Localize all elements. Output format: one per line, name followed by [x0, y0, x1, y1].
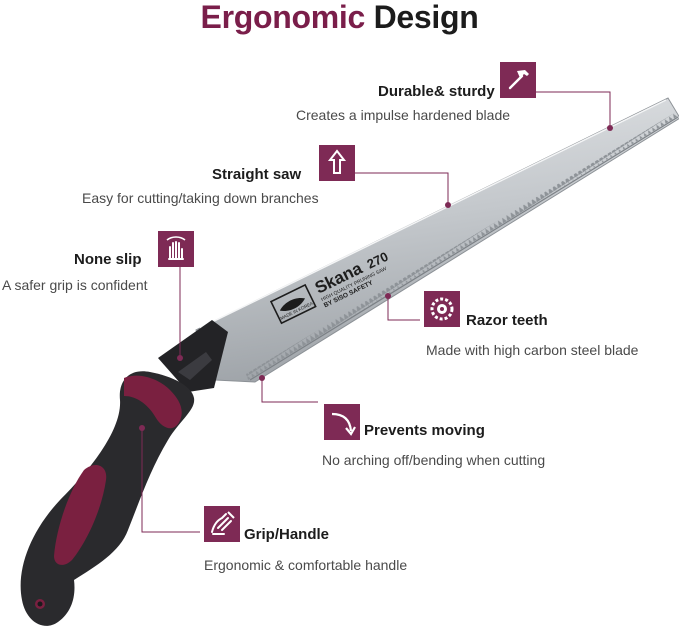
- saw-blade: [195, 97, 679, 383]
- callout-dots: [139, 125, 613, 431]
- callout-lines: [141, 91, 611, 533]
- arrow-up-icon: [319, 145, 355, 181]
- saw-handle: [20, 371, 195, 626]
- feature-straight-title: Straight saw: [212, 166, 302, 183]
- page-title: Ergonomic Design: [0, 0, 679, 34]
- shark-logo-icon: [279, 297, 306, 312]
- grip-hand-icon: [204, 506, 240, 542]
- hand-icon: [158, 231, 194, 267]
- curved-arrow-icon: [324, 404, 360, 440]
- feature-noneslip-description: A safer grip is confident: [2, 277, 148, 293]
- title-rest: Design: [373, 0, 479, 35]
- feature-durable-description: Creates a impulse hardened blade: [296, 107, 511, 123]
- feature-prevents-description: No arching off/bending when cutting: [322, 452, 546, 468]
- feature-grip-title: Grip/Handle: [244, 526, 330, 543]
- feature-noneslip-title: None slip: [74, 251, 142, 268]
- shark-logo-frame: [269, 283, 317, 325]
- feature-straight-description: Easy for cutting/taking down branches: [82, 190, 319, 206]
- feature-durable-title: Durable& sturdy: [378, 83, 495, 100]
- blade-collar: [158, 320, 228, 392]
- feature-grip-description: Ergonomic & comfortable handle: [204, 557, 408, 573]
- title-accent: Ergonomic: [200, 0, 366, 35]
- saw-blade-icon: [424, 291, 460, 327]
- feature-prevents-title: Prevents moving: [364, 422, 485, 439]
- hammer-icon: [500, 62, 536, 98]
- feature-razor-title: Razor teeth: [466, 312, 548, 329]
- feature-razor-description: Made with high carbon steel blade: [426, 342, 639, 358]
